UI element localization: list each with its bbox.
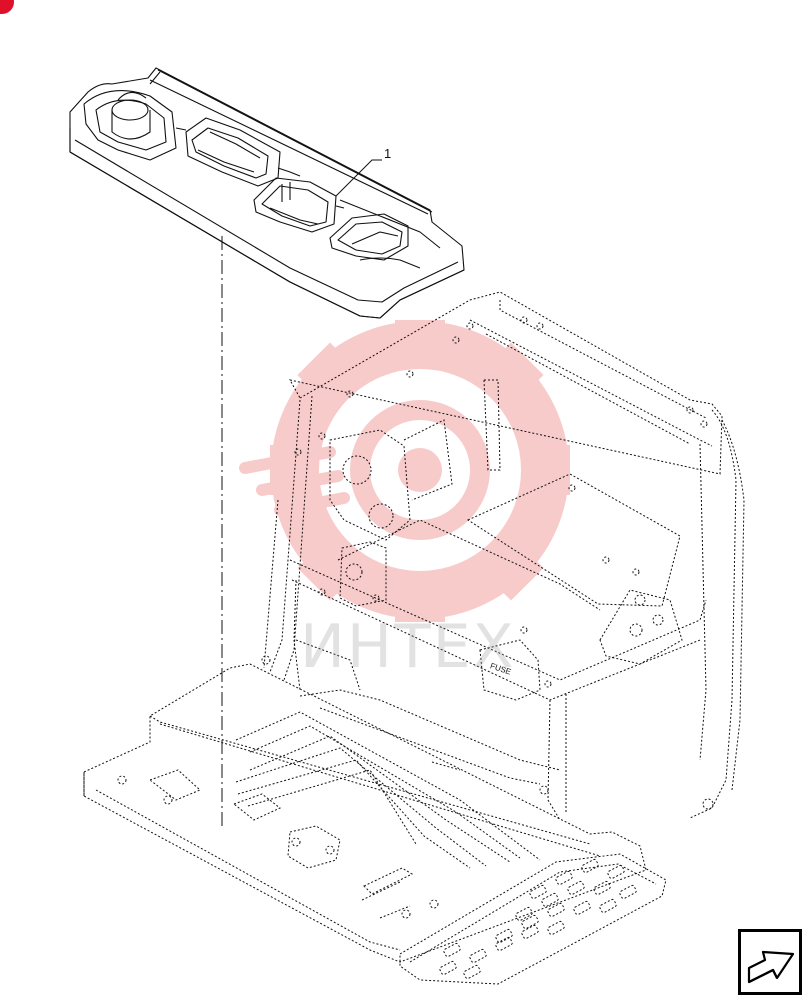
watermark-text: ИНТЕХ [300, 612, 516, 682]
next-arrow-icon [747, 950, 795, 984]
callout-label-1: 1 [384, 146, 392, 161]
next-page-button[interactable] [738, 929, 802, 995]
console-tray-part [69, 67, 465, 319]
callout-leader-1 [335, 159, 382, 197]
entry-step [399, 853, 667, 985]
seat-frame-structure [261, 291, 745, 821]
watermark-gear-logo [239, 320, 570, 622]
floor-plate [83, 663, 647, 963]
